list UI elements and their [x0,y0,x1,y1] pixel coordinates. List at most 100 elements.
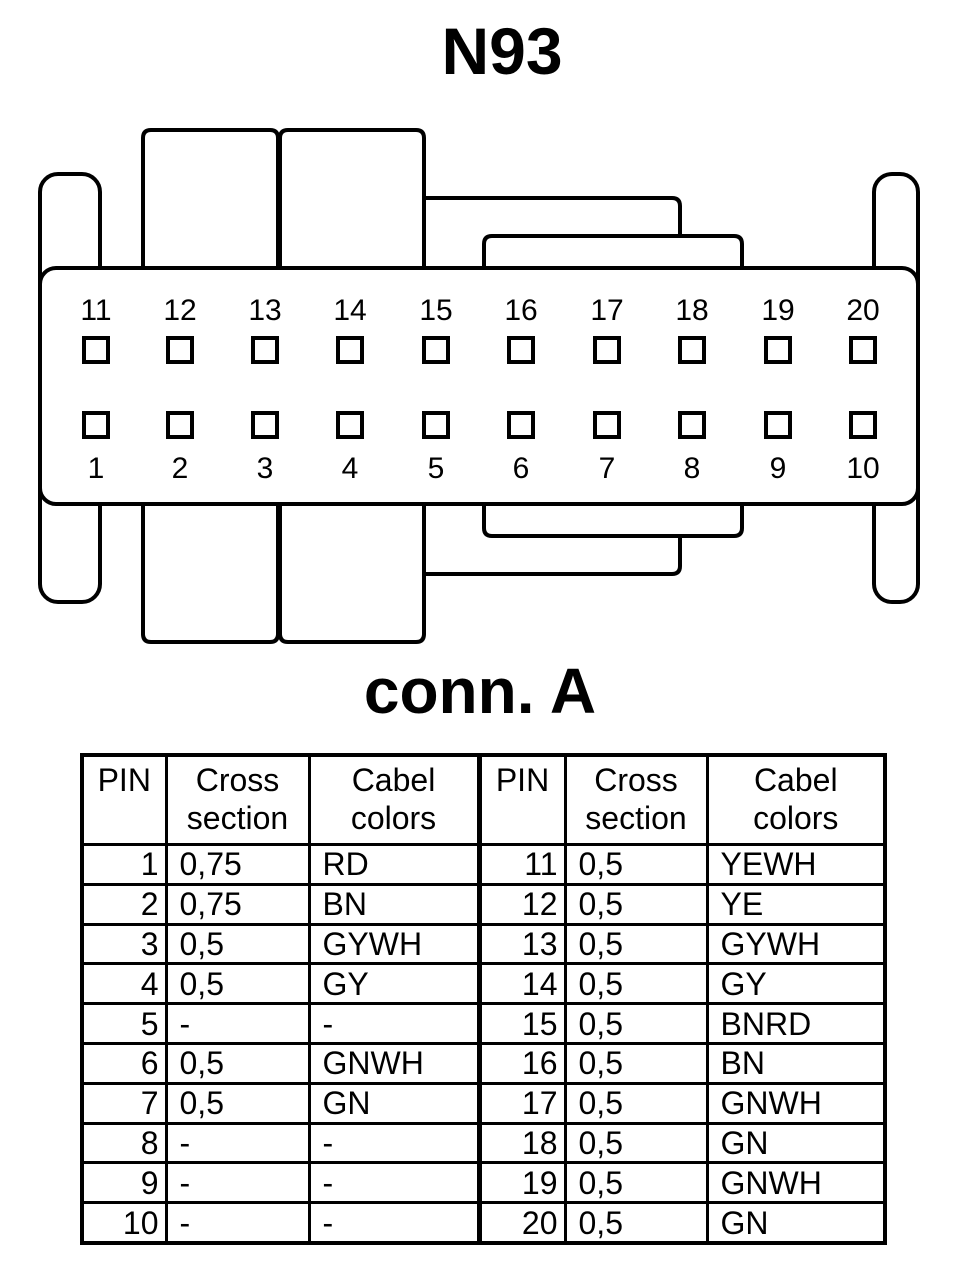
pin-socket-1 [82,411,110,439]
pin-label-20: 20 [846,294,879,327]
cable-color-cell: GYWH [705,922,887,966]
step-bottom-inner [482,504,744,538]
pin-cell: 5 [80,1002,168,1045]
cross-section-cell: 0,75 [164,882,311,926]
pin-cell: 7 [80,1081,168,1125]
pin-socket-19 [764,336,792,364]
pin-label-18: 18 [675,294,708,327]
cross-section-cell: 0,5 [563,1201,709,1245]
latch-top-middle [278,128,426,268]
pin-label-15: 15 [419,294,452,327]
cross-section-cell: 0,75 [164,843,311,886]
cross-section-cell: 0,5 [563,1041,709,1085]
pin-cell: 16 [477,1041,567,1085]
header-pin: PIN [477,753,567,846]
cable-color-cell: GNWH [705,1081,887,1125]
pin-label-9: 9 [770,452,787,485]
pin-socket-15 [422,336,450,364]
cross-section-cell: 0,5 [563,882,709,926]
cable-color-cell: YEWH [705,843,887,886]
cable-color-cell: GN [307,1081,482,1125]
pin-socket-20 [849,336,877,364]
pin-socket-9 [764,411,792,439]
pin-cell: 6 [80,1041,168,1085]
pin-cell: 9 [80,1161,168,1205]
connector-subtitle: conn. A [363,655,597,727]
pin-cell: 14 [477,962,567,1006]
pin-label-3: 3 [257,452,274,485]
cross-section-cell: 0,5 [563,922,709,966]
cross-section-cell: 0,5 [563,1081,709,1125]
cable-color-cell: BN [705,1041,887,1085]
pin-label-11: 11 [80,294,111,327]
cross-section-cell: - [164,1201,311,1245]
step-top-inner [482,234,744,268]
pin-cell: 12 [477,882,567,926]
cross-section-cell: 0,5 [164,922,311,966]
latch-bottom-middle [278,504,426,644]
cross-section-cell: 0,5 [164,962,311,1006]
pin-label-13: 13 [248,294,281,327]
cross-section-cell: 0,5 [563,1161,709,1205]
pin-socket-11 [82,336,110,364]
cable-color-cell: GY [307,962,482,1006]
pin-socket-18 [678,336,706,364]
pin-label-8: 8 [684,452,701,485]
cable-color-cell: GN [705,1201,887,1245]
pin-label-10: 10 [846,452,879,485]
pin-cell: 19 [477,1161,567,1205]
cross-section-cell: 0,5 [563,962,709,1006]
pin-socket-16 [507,336,535,364]
pin-cell: 20 [477,1201,567,1245]
latch-bottom-left [141,504,280,644]
cable-color-cell: GN [705,1121,887,1165]
pin-socket-8 [678,411,706,439]
pin-cell: 10 [80,1201,168,1245]
pin-cell: 2 [80,882,168,926]
pin-label-16: 16 [504,294,537,327]
pin-label-4: 4 [342,452,359,485]
pin-label-6: 6 [513,452,530,485]
pin-cell: 3 [80,922,168,966]
cable-color-cell: GY [705,962,887,1006]
connector-body [38,266,920,506]
pin-socket-3 [251,411,279,439]
connector-title: N93 [441,14,563,88]
pin-cell: 11 [477,843,567,886]
pin-socket-6 [507,411,535,439]
cable-color-cell: BN [307,882,482,926]
cross-section-cell: - [164,1121,311,1165]
pin-cell: 18 [477,1121,567,1165]
pin-socket-17 [593,336,621,364]
cable-color-cell: - [307,1201,482,1245]
pin-cell: 8 [80,1121,168,1165]
cross-section-cell: 0,5 [164,1081,311,1125]
cable-color-cell: GNWH [705,1161,887,1205]
cable-color-cell: RD [307,843,482,886]
pin-label-19: 19 [761,294,794,327]
cable-color-cell: - [307,1002,482,1045]
latch-top-left [141,128,280,268]
pin-cell: 15 [477,1002,567,1045]
pin-socket-5 [422,411,450,439]
pin-label-2: 2 [172,452,189,485]
pin-label-17: 17 [590,294,623,327]
pin-label-7: 7 [599,452,616,485]
cable-color-cell: YE [705,882,887,926]
